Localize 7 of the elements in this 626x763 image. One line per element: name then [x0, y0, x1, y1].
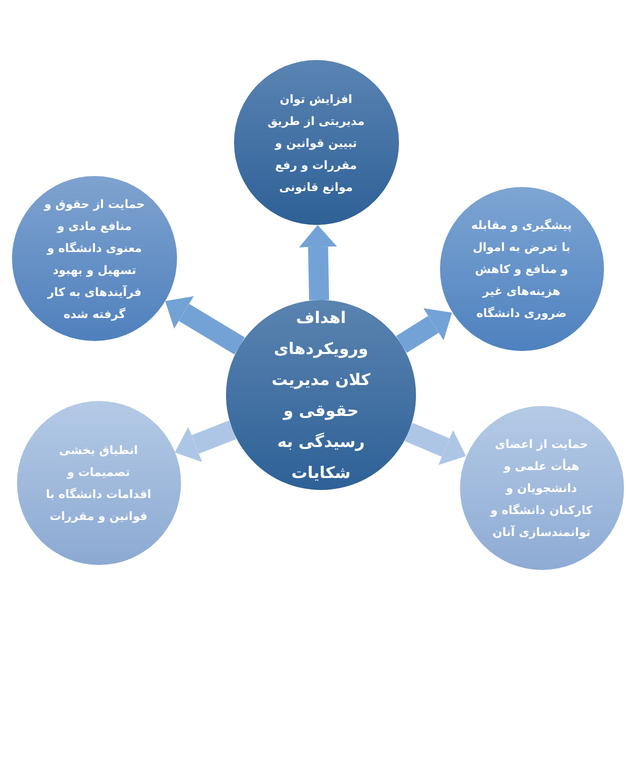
block-arrow: [299, 224, 338, 300]
label: حمایت از حقوق و منافع مادی و معنوی دانشگاه و تسهیل و بهبود فرآیندهای به کار گرفته شده: [42, 196, 146, 323]
title: اهداف ورویکردهای کلان مدیریت حقوقی و رسیدگی به شکایات: [270, 307, 372, 484]
label: پیشگیری و مقابله با تعرض به اموال و منافع و کاهش هزینه‌های غیر ضروری دانشگاه: [470, 217, 573, 322]
label: حمایت از اعضای هیأت علمی و دانشجویان و کارکنان دانشگاه و توانمندسازی آنان: [489, 436, 594, 541]
label: افزایش توان مدیریتی از طریق تبیین قوانین و مقررات و رفع موانع قانونی: [266, 90, 366, 196]
label: انطباق بخشی تصمیمات و اقدامات دانشگاه با قوانین و مقررات: [44, 442, 152, 525]
